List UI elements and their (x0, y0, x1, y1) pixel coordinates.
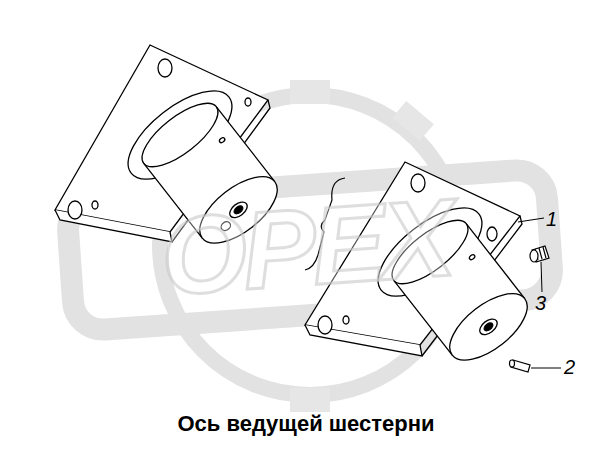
callout-number: 3 (535, 293, 546, 313)
plug (530, 246, 549, 262)
watermark: OPEX (158, 182, 455, 312)
pin (510, 360, 531, 372)
callout-number: 2 (564, 357, 575, 377)
leader-lines (518, 218, 561, 368)
figure-caption: Ось ведущей шестерни (177, 413, 434, 435)
callout-number: 1 (546, 209, 557, 229)
